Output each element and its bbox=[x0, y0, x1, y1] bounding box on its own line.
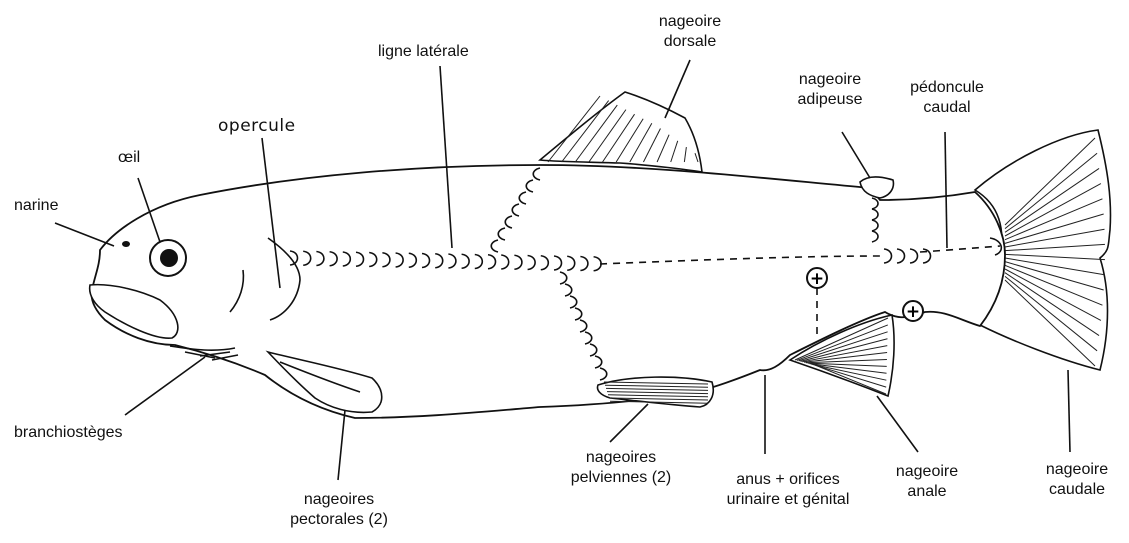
label-opercule: opercule bbox=[218, 116, 296, 136]
plus-marker-1: + bbox=[807, 268, 827, 289]
eye bbox=[150, 240, 186, 276]
label-nageoire-adipeuse-line2: adipeuse bbox=[783, 90, 877, 110]
label-anus-orifices: anus + orifices urinaire et génital bbox=[700, 470, 876, 510]
label-anus-line2: urinaire et génital bbox=[700, 490, 876, 510]
label-nageoire-caudale: nageoire caudale bbox=[1030, 460, 1124, 500]
label-pedoncule-caudal-line2: caudal bbox=[898, 98, 996, 118]
label-nageoire-caudale-line2: caudale bbox=[1030, 480, 1124, 500]
plus-marker-2: + bbox=[903, 301, 923, 322]
label-nageoire-anale-line2: anale bbox=[880, 482, 974, 502]
label-nageoire-dorsale-line1: nageoire bbox=[645, 12, 735, 32]
label-oeil: œil bbox=[118, 148, 140, 168]
label-nageoire-dorsale: nageoire dorsale bbox=[645, 12, 735, 52]
label-nageoires-pelviennes-line2: pelviennes (2) bbox=[556, 468, 686, 488]
label-nageoire-anale: nageoire anale bbox=[880, 462, 974, 502]
label-nageoire-anale-line1: nageoire bbox=[880, 462, 974, 482]
label-ligne-laterale: ligne latérale bbox=[378, 42, 469, 62]
label-branchiosteges: branchiostèges bbox=[14, 423, 123, 443]
dorsal-fin bbox=[540, 92, 702, 172]
label-nageoire-caudale-line1: nageoire bbox=[1030, 460, 1124, 480]
label-nageoire-adipeuse-line1: nageoire bbox=[783, 70, 877, 90]
svg-text:+: + bbox=[906, 302, 920, 322]
label-anus-line1: anus + orifices bbox=[700, 470, 876, 490]
label-nageoires-pectorales-line1: nageoires bbox=[274, 490, 404, 510]
label-pedoncule-caudal-line1: pédoncule bbox=[898, 78, 996, 98]
label-nageoire-dorsale-line2: dorsale bbox=[645, 32, 735, 52]
label-pedoncule-caudal: pédoncule caudal bbox=[898, 78, 996, 118]
label-nageoires-pectorales: nageoires pectorales (2) bbox=[274, 490, 404, 530]
label-narine: narine bbox=[14, 196, 58, 216]
label-nageoire-adipeuse: nageoire adipeuse bbox=[783, 70, 877, 110]
label-nageoires-pectorales-line2: pectorales (2) bbox=[274, 510, 404, 530]
nostril bbox=[122, 241, 130, 247]
label-nageoires-pelviennes: nageoires pelviennes (2) bbox=[556, 448, 686, 488]
svg-text:+: + bbox=[810, 269, 824, 289]
label-nageoires-pelviennes-line1: nageoires bbox=[556, 448, 686, 468]
